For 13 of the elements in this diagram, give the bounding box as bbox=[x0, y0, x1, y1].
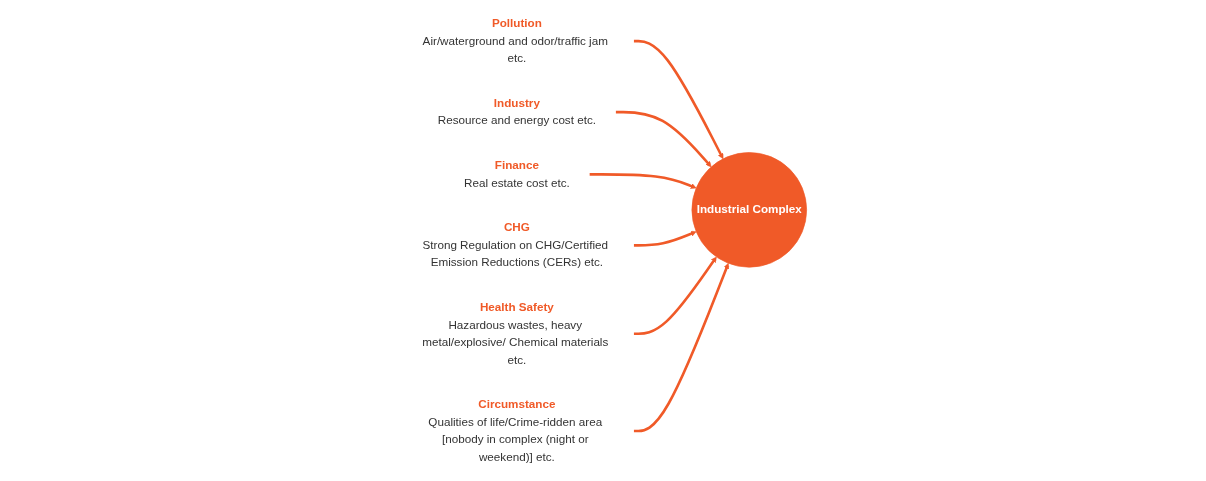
node-text: Industry Resource and energy cost etc. bbox=[437, 96, 596, 128]
node-text: Finance Real estate cost etc. bbox=[463, 158, 570, 190]
node-circle: Industrial Complex bbox=[691, 152, 807, 268]
node-text: Pollution Air/waterground and odor/traffic jam etc. bbox=[422, 16, 608, 65]
node-text: Circumstance Qualities of life/Crime-ridden area [nobody in complex (night or weekend)] etc. bbox=[427, 398, 602, 464]
node-text: CHG Strong Regulation on CHG/Certified Emission Reductions (CERs) etc. bbox=[422, 221, 608, 270]
arrow bbox=[615, 110, 712, 168]
arrow bbox=[588, 173, 696, 189]
arrow bbox=[633, 263, 729, 433]
node-text: Health Safety Hazardous wastes, heavy metal/explosive/ Chemical materials etc. bbox=[421, 300, 608, 367]
arrow bbox=[633, 256, 717, 336]
arrow bbox=[633, 230, 696, 247]
arrow bbox=[633, 39, 723, 160]
